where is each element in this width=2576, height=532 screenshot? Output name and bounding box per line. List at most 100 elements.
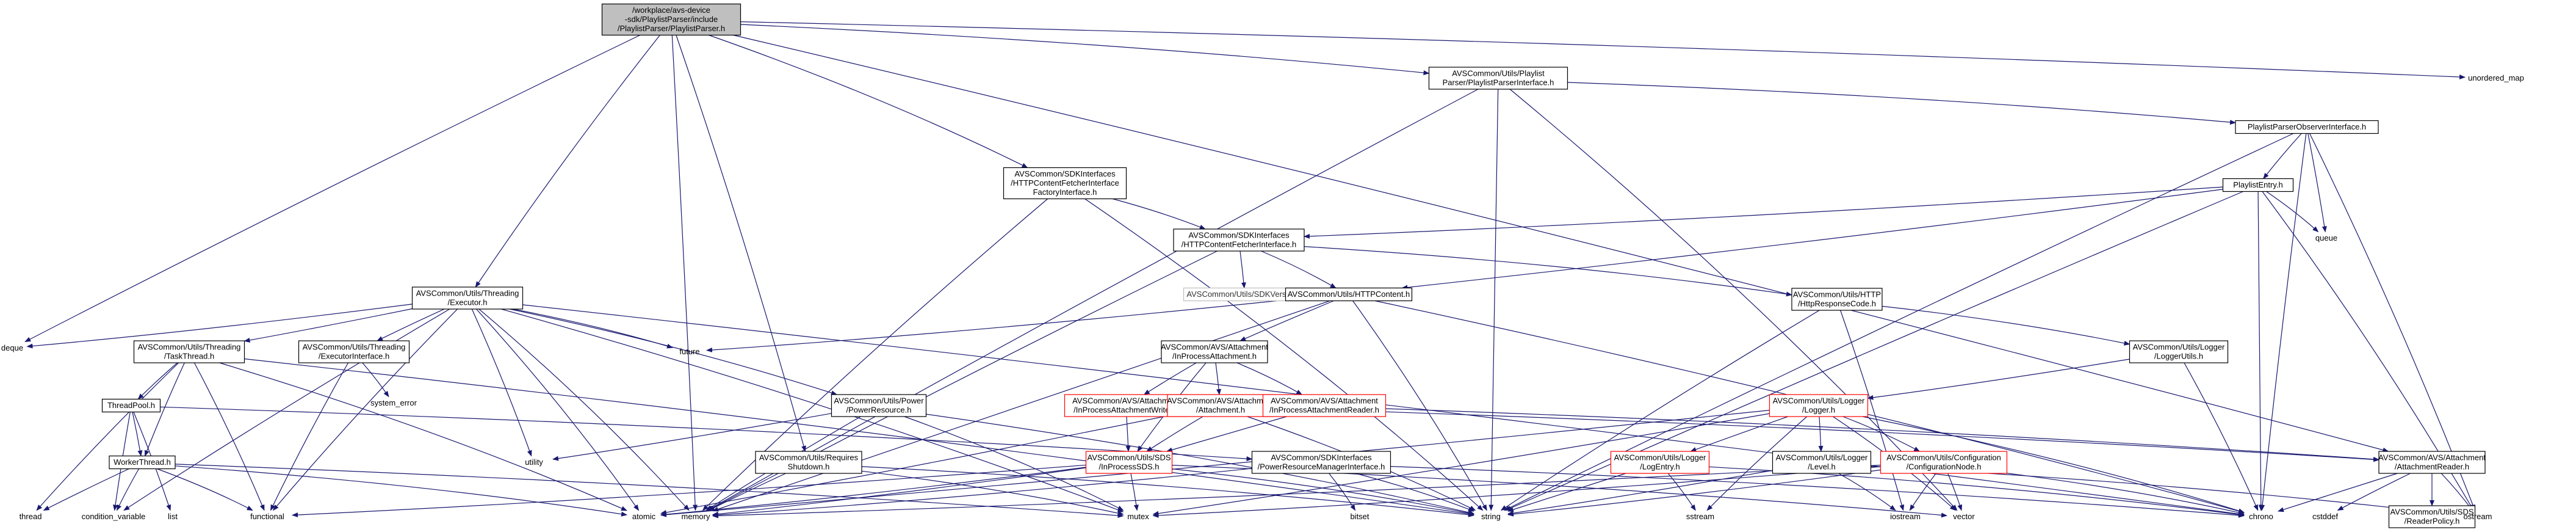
node-label-pe: PlaylistEntry.h [2233,180,2282,189]
edge-lvl-to-string [1507,470,1773,516]
node-label-line: AVSCommon/Utils/Requires [759,453,859,462]
node-label-line: AVSCommon/Utils/SDS [1087,453,1171,462]
node-box-ipa [1161,340,1268,363]
node-label-line: deque [1,343,23,352]
node-label-lu: AVSCommon/Utils/Logger/LoggerUtils.h [2133,343,2225,361]
node-memory: memory [682,512,710,521]
node-label-tt: AVSCommon/Utils/Threading/TaskThread.h [138,343,241,361]
node-label-list: list [168,512,178,521]
edge-tp-to-wt [132,412,143,457]
edge-root-to-umap [740,21,2466,80]
edge-httpc-to-string [1352,301,1487,511]
edge-rs-to-string [861,466,1474,517]
node-ipa: AVSCommon/AVS/Attachment/InProcessAttach… [1161,340,1268,363]
node-label-line: AVSCommon/Utils/SDS [2390,508,2473,517]
node-label-mutex: mutex [1127,512,1149,521]
node-label-line: /ExecutorInterface.h [319,352,389,361]
edge-tt-to-thread [36,362,179,511]
node-att: AVSCommon/AVS/Attachment/Attachment.h [1167,394,1274,417]
edge-pe-to-chrono [2257,191,2264,511]
node-label-line: FactoryInterface.h [1033,188,1097,197]
edge-cn-to-vector [1947,473,1963,511]
node-deque: deque [1,343,23,352]
node-label-att: AVSCommon/AVS/Attachment/Attachment.h [1167,396,1274,415]
node-label-line: system_error [370,398,417,407]
node-syserr: system_error [370,398,417,407]
node-box-pr [831,394,927,417]
node-label-line: AVSCommon/SDKInterfaces [1271,453,1372,462]
edge-pmi-to-memory [712,468,1252,518]
node-box-tp [101,398,161,413]
node-label-thread: thread [20,512,42,521]
edge-root-to-rs [676,35,806,452]
node-exec: AVSCommon/Utils/Threading/Executor.h [411,286,524,310]
node-label-line: unordered_map [2468,73,2524,82]
node-label-line: thread [20,512,42,521]
node-box-ar [2378,451,2486,474]
edge-hcfi-to-hrc [1304,246,1792,297]
edge-cn-to-memory [712,464,1881,519]
edge-wt-to-atomic [175,465,627,517]
node-label-memory: memory [682,512,710,521]
node-box-lu [2129,340,2229,363]
node-box-pmi [1251,451,1391,474]
node-box-pe [2222,178,2294,192]
node-label-hcfi: AVSCommon/SDKInterfaces/HTTPContentFetch… [1182,231,1297,249]
node-label-line: chrono [2249,512,2273,521]
edge-hcffi-to-string [1084,199,1484,511]
node-queue: queue [2315,233,2337,242]
node-label-ostream: ostream [2464,512,2492,521]
edge-sds-to-atomic [660,467,1086,517]
node-label-ipar: AVSCommon/AVS/Attachment/InProcessAttach… [1269,396,1379,415]
node-label-tp: ThreadPool.h [107,401,155,410]
edge-tt-to-functional [193,362,265,511]
node-label-line: string [1481,512,1501,521]
edge-exec-to-chrono [522,304,2245,517]
edges-layer [24,21,2475,519]
node-lu: AVSCommon/Utils/Logger/LoggerUtils.h [2129,340,2229,363]
node-logger: AVSCommon/Utils/Logger/Logger.h [1769,394,1869,417]
edge-hrc-to-lu [1881,305,2130,346]
node-exi: AVSCommon/Utils/Threading/ExecutorInterf… [298,340,410,363]
node-ipar: AVSCommon/AVS/Attachment/InProcessAttach… [1262,394,1387,417]
node-box-ipaw [1064,394,1188,417]
edge-root-to-deque [24,34,641,343]
node-label-ar: AVSCommon/AVS/Attachment/AttachmentReade… [2378,453,2486,472]
node-future: future [679,347,699,356]
node-label-cn: AVSCommon/Utils/Configuration/Configurat… [1886,453,2001,472]
node-pmi: AVSCommon/SDKInterfaces/PowerResourceMan… [1251,451,1391,474]
edge-wt-to-mutex [175,464,1124,519]
edge-pe-to-queue [2266,191,2319,233]
node-label-line: /InProcessAttachmentReader.h [1269,406,1379,415]
edge-ppoi-to-queue [2307,133,2327,233]
edge-ar-to-chrono [2278,473,2398,512]
node-label-line: PlaylistEntry.h [2233,180,2282,189]
node-root: /workplace/avs-device-sdk/PlaylistParser… [601,3,741,36]
edge-tt-to-string [244,358,1474,517]
node-box-exi [298,340,410,363]
edge-hcfi-to-sdkver [1239,250,1246,289]
node-label-line: vector [1953,512,1975,521]
node-label-line: AVSCommon/AVS/Attachment [1167,396,1274,406]
node-label-line: /PowerResourceManagerInterface.h [1258,462,1385,472]
edge-ppi-to-string [1488,89,1499,511]
node-utility: utility [525,457,543,467]
node-label-line: /Executor.h [447,298,487,307]
edge-tt-to-tp [137,362,178,400]
node-label-line: Shutdown.h [788,462,830,472]
node-box-exec [411,286,524,310]
edge-httpc-to-ipa [1239,300,1334,341]
edge-ipar-to-ar [1385,408,2379,462]
node-label-httpc: AVSCommon/Utils/HTTPContent.h [1288,290,1410,299]
edge-le-to-string [1507,473,1626,512]
node-label-pmi: AVSCommon/SDKInterfaces/PowerResourceMan… [1258,453,1385,472]
edge-rs-to-mutex [861,470,1124,516]
node-label-line: /InProcessAttachment.h [1172,352,1257,361]
node-label-line: cstddef [2312,512,2338,521]
edge-root-to-ppi [740,24,1430,76]
node-box-wt [109,455,176,470]
node-label-line: ThreadPool.h [107,401,155,410]
